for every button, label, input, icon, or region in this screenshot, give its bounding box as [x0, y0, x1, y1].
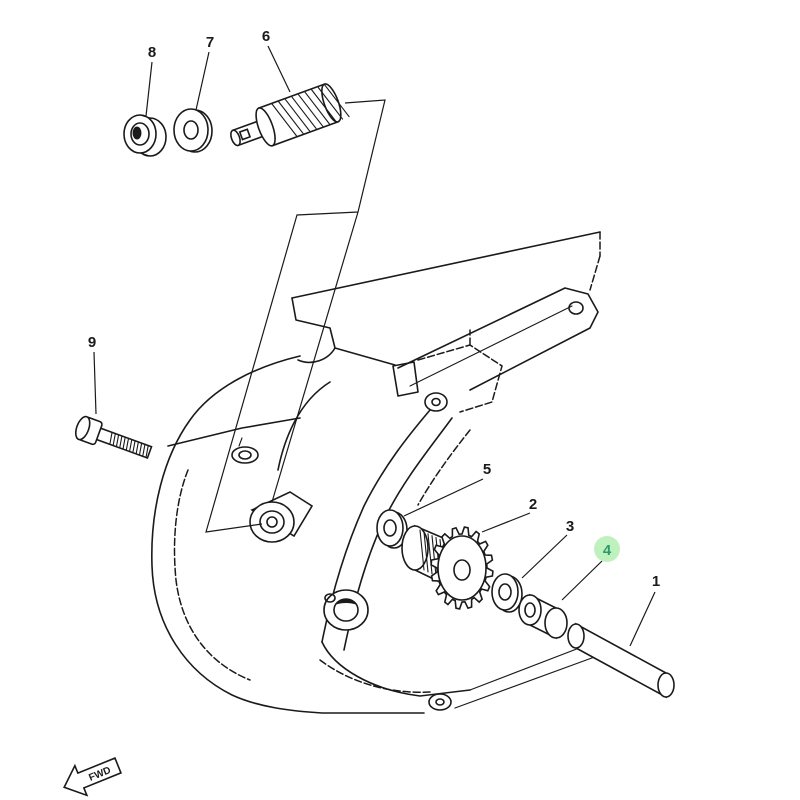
part-3-washer: [491, 573, 523, 613]
helix-tooth-line: [431, 535, 437, 577]
callout-label-4: 4: [603, 542, 612, 559]
callout-label-6: 6: [262, 28, 270, 45]
helix-tooth-line: [278, 101, 304, 135]
part-2-driven-gear: [401, 524, 494, 610]
thread-line: [138, 442, 143, 456]
helix-tooth-line: [297, 94, 324, 127]
crankcase-cover: [151, 231, 601, 714]
callout-labels: 8 7 6 9 5 2 3 4 1: [88, 28, 660, 590]
thread-line: [132, 440, 136, 454]
highlight-marker: [594, 536, 620, 562]
helix-tooth-line: [271, 103, 298, 137]
fwd-arrow-icon: FWD: [63, 757, 122, 797]
helix-tooth-line: [324, 84, 350, 118]
thread-line: [122, 436, 126, 450]
helix-tooth-line: [427, 533, 433, 575]
part-9-threads: [109, 431, 149, 459]
part-4-collar: [518, 593, 568, 640]
callout-label-2: 2: [529, 496, 537, 513]
thread-line: [129, 438, 133, 453]
thread-line: [119, 435, 123, 449]
helix-tooth-line: [291, 96, 317, 130]
part-6-assembly-leader: [205, 99, 386, 533]
part-8-oil-seal: [123, 114, 167, 157]
leader-lines: [93, 45, 656, 647]
callout-label-9: 9: [88, 334, 96, 351]
part-6-helical-teeth: [271, 84, 350, 137]
callout-label-5: 5: [483, 461, 491, 478]
part-9-bolt: [74, 415, 153, 460]
helix-tooth-line: [423, 531, 429, 573]
helix-tooth-line: [419, 529, 425, 571]
helix-tooth-line: [284, 98, 311, 132]
thread-line: [135, 441, 139, 455]
callout-label-7: 7: [206, 34, 214, 51]
part-6-gear-shaft: [230, 83, 350, 147]
part-7-washer: [173, 108, 213, 153]
helix-tooth-line: [304, 91, 330, 125]
callout-label-1: 1: [652, 573, 660, 590]
thread-line: [112, 433, 116, 447]
callout-label-3: 3: [566, 518, 574, 535]
part-5-washer: [376, 509, 408, 549]
thread-line: [142, 443, 146, 457]
helix-tooth-line: [311, 89, 337, 123]
part-1-shaft: [567, 622, 675, 699]
thread-line: [145, 444, 149, 459]
thread-line: [125, 437, 130, 451]
helix-tooth-line: [317, 86, 344, 120]
thread-line: [109, 431, 113, 445]
callout-label-8: 8: [148, 44, 156, 61]
thread-line: [115, 434, 120, 448]
